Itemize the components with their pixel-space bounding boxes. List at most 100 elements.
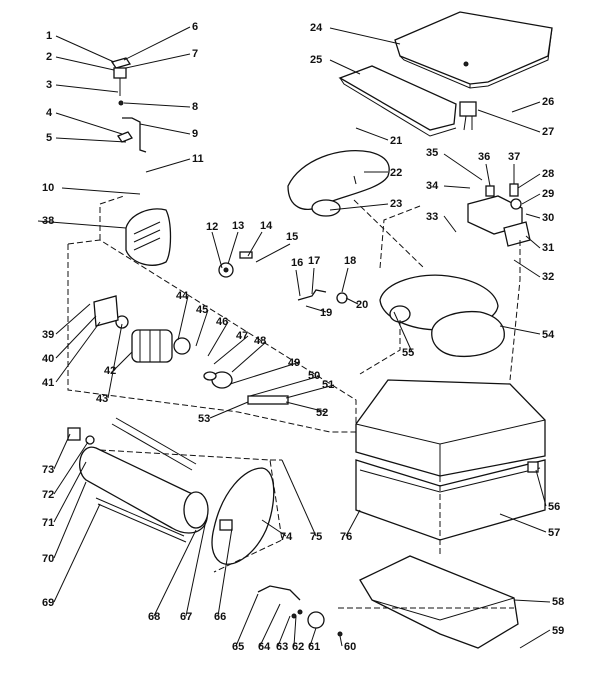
leader-line — [519, 629, 551, 649]
leader-line — [513, 599, 551, 603]
leader-line — [345, 297, 359, 305]
callout-50: 50 — [308, 370, 320, 382]
part-linkage — [247, 289, 348, 405]
leader-line — [341, 267, 349, 293]
callout-76: 76 — [340, 531, 352, 543]
leader-line — [525, 213, 541, 219]
leader-line — [525, 235, 541, 249]
callout-24: 24 — [310, 22, 323, 34]
callout-66: 66 — [214, 611, 226, 623]
leader-line — [281, 459, 317, 537]
callout-34: 34 — [426, 180, 439, 192]
leader-line — [231, 341, 267, 373]
leader-line — [249, 375, 321, 397]
callout-44: 44 — [176, 290, 189, 302]
leader-line — [53, 433, 71, 470]
leader-line — [107, 323, 123, 399]
callout-27: 27 — [542, 126, 554, 138]
assembly-outlines — [67, 195, 521, 609]
leader-line — [521, 193, 541, 205]
callout-28: 28 — [542, 168, 554, 180]
leader-line — [277, 615, 291, 647]
leader-line — [55, 35, 115, 63]
leader-line — [329, 203, 389, 211]
callout-19: 19 — [320, 307, 332, 319]
callout-75: 75 — [310, 531, 322, 543]
callout-31: 31 — [542, 242, 554, 254]
leader-line — [477, 109, 541, 133]
leader-line — [499, 513, 547, 533]
part-belt-housing — [211, 467, 275, 565]
callout-65: 65 — [232, 641, 244, 653]
part-top-cover — [394, 11, 553, 89]
callout-42: 42 — [104, 365, 116, 377]
callout-25: 25 — [310, 54, 322, 66]
callout-49: 49 — [288, 357, 300, 369]
leader-line — [61, 187, 141, 195]
callout-73: 73 — [42, 464, 54, 476]
callout-37: 37 — [508, 151, 520, 163]
part-switch-27 — [459, 101, 477, 131]
leader-line — [235, 593, 259, 647]
callout-23: 23 — [390, 198, 402, 210]
callout-17: 17 — [308, 255, 320, 267]
leader-line — [485, 163, 491, 187]
callout-26: 26 — [542, 96, 554, 108]
callout-67: 67 — [180, 611, 192, 623]
callout-63: 63 — [276, 641, 288, 653]
leader-line — [53, 441, 89, 495]
callout-70: 70 — [42, 553, 54, 565]
leader-line — [55, 303, 91, 335]
parts-drawings — [67, 11, 553, 649]
leader-line — [55, 56, 115, 71]
leader-line — [209, 401, 249, 419]
callout-64: 64 — [258, 641, 271, 653]
callout-3: 3 — [46, 79, 52, 91]
leader-line — [339, 635, 343, 647]
leader-line — [247, 231, 263, 257]
leader-line — [345, 509, 361, 537]
callout-14: 14 — [260, 220, 273, 232]
leader-line — [443, 185, 471, 189]
callout-22: 22 — [390, 167, 402, 179]
callout-4: 4 — [46, 107, 53, 119]
callout-52: 52 — [316, 407, 328, 419]
part-base-housing — [355, 379, 546, 541]
callout-46: 46 — [216, 316, 228, 328]
leader-line — [517, 173, 541, 189]
callout-53: 53 — [198, 413, 210, 425]
callout-56: 56 — [548, 501, 560, 513]
leader-line — [207, 321, 229, 357]
callout-labels: 1 2 3 4 5 6 7 8 9 10 11 12 13 14 15 16 1… — [42, 21, 564, 653]
callout-61: 61 — [308, 641, 320, 653]
leader-line — [295, 269, 301, 297]
callout-8: 8 — [192, 101, 198, 113]
callout-62: 62 — [292, 641, 304, 653]
leader-line — [145, 158, 191, 173]
part-fan-blade — [203, 371, 233, 389]
leader-line — [55, 321, 101, 383]
leader-line — [305, 305, 327, 313]
callout-36: 36 — [478, 151, 490, 163]
leader-line — [285, 401, 327, 413]
callout-10: 10 — [42, 182, 54, 194]
callout-11: 11 — [192, 153, 204, 165]
callout-41: 41 — [42, 377, 54, 389]
callout-18: 18 — [344, 255, 356, 267]
leader-line — [535, 469, 547, 507]
callout-33: 33 — [426, 211, 438, 223]
part-motor-bracket — [93, 295, 119, 327]
leader-line — [255, 243, 291, 263]
leader-line — [393, 311, 413, 353]
callout-9: 9 — [192, 128, 198, 140]
leader-line — [443, 153, 483, 181]
part-motor — [115, 315, 191, 363]
callout-59: 59 — [552, 625, 564, 637]
leader-line — [55, 137, 127, 143]
callout-60: 60 — [344, 641, 356, 653]
leader-line — [261, 519, 287, 537]
callout-35: 35 — [426, 147, 438, 159]
callout-13: 13 — [232, 220, 244, 232]
